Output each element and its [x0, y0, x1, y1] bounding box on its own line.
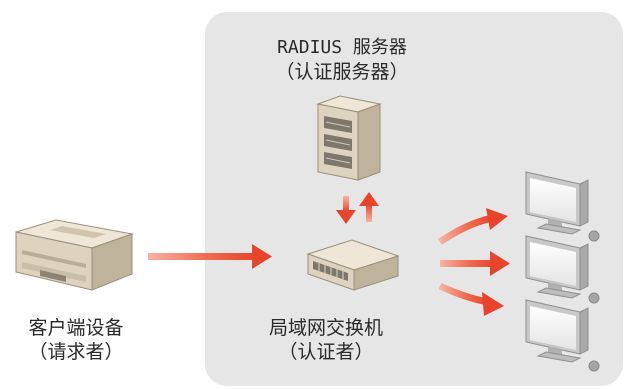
lan-switch-label: 局域网交换机 （认证者）: [226, 316, 426, 364]
printer-icon: [15, 219, 134, 291]
lan-switch-role: （认证者）: [278, 341, 374, 363]
monitor-icon: [525, 235, 600, 304]
switch-to-clients-arrows: [438, 208, 510, 316]
client-device-role: （请求者）: [28, 341, 124, 363]
monitor-icon: [525, 299, 600, 372]
auth-panel-background: [205, 12, 623, 386]
radius-server-label: RADIUS 服务器 （认证服务器）: [232, 36, 452, 84]
client-device-title: 客户端设备: [28, 317, 124, 339]
server-switch-exchange-arrows: [336, 192, 379, 224]
monitor-icon: [525, 171, 600, 242]
lan-switch-title: 局域网交换机: [268, 317, 383, 339]
server-icon: [316, 95, 382, 181]
radius-server-title: RADIUS 服务器: [277, 37, 407, 58]
radius-server-role: （认证服务器）: [275, 61, 409, 83]
client-device-label: 客户端设备 （请求者）: [0, 316, 152, 364]
client-to-switch-arrow: [148, 244, 272, 269]
network-switch-icon: [306, 239, 400, 291]
